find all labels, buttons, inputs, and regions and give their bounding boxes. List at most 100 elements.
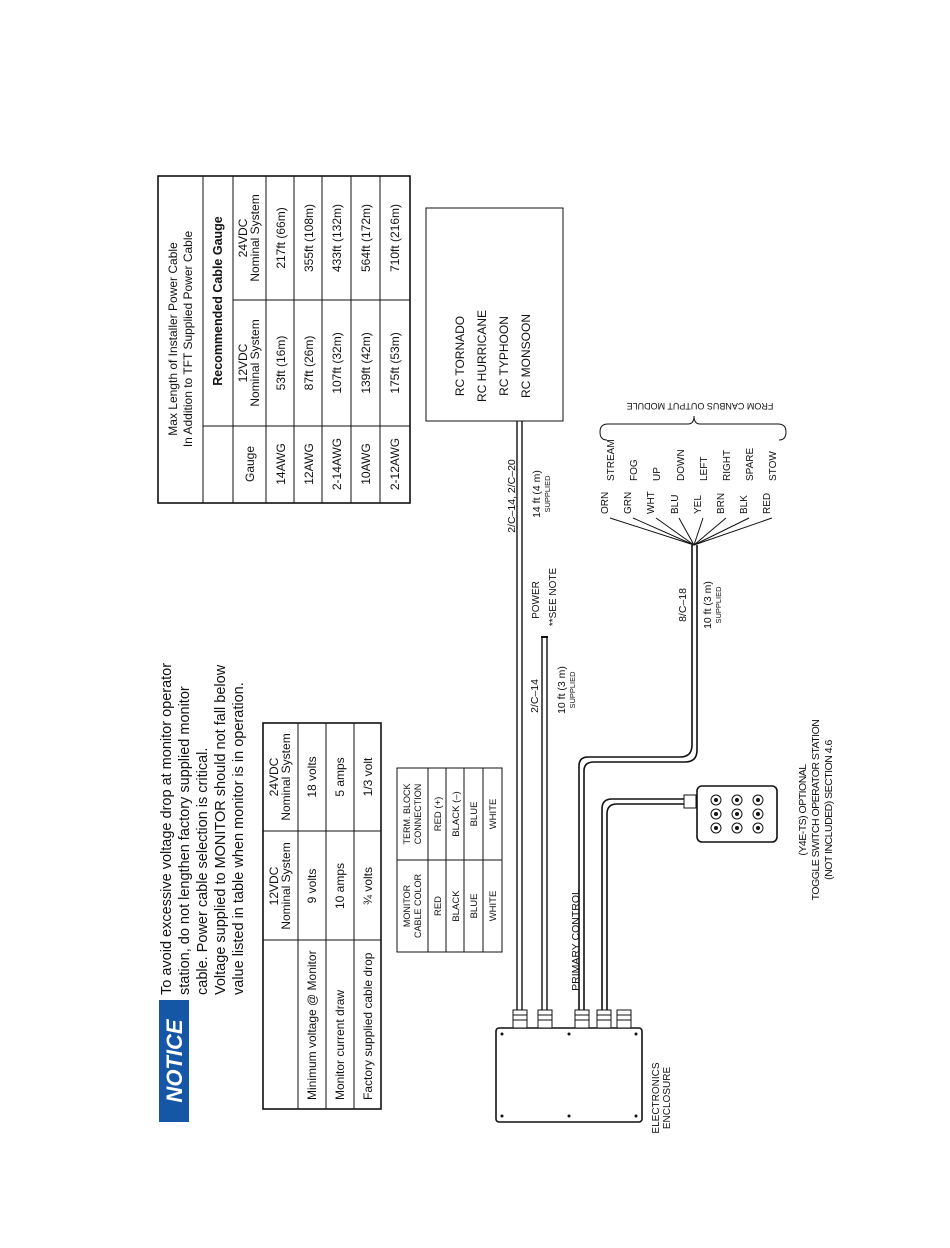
cable-gauge: 2-14AWG	[330, 438, 344, 490]
cable-cell: 139ft (42m)	[359, 332, 373, 393]
notice-badge-label: NOTICE	[162, 1018, 187, 1102]
wire-function: SPARE	[745, 448, 756, 481]
canbus-cable-label: 8/C–18	[677, 588, 689, 622]
notice-line: value listed in table when monitor is in…	[231, 682, 247, 995]
cable-table-title: In Addition to TFT Supplied Power Cable	[181, 231, 195, 448]
voltage-table-border	[262, 722, 382, 1110]
cable-gland	[537, 1009, 553, 1029]
voltage-row-label: Monitor current draw	[333, 990, 347, 1100]
cable-cell: 53ft (16m)	[274, 336, 288, 391]
voltage-row-label: Factory supplied cable drop	[361, 952, 375, 1100]
color-table-header: MONITOR	[402, 884, 412, 927]
cable-labels: 2/C–14, 2/C–20 14 ft (4 m) SUPPLIED POWE…	[506, 459, 723, 991]
cable-cell: 355ft (108m)	[302, 204, 316, 272]
notice-line: Voltage supplied to MONITOR should not f…	[213, 664, 229, 995]
wire-color: GRN	[623, 492, 634, 514]
power-note: **SEE NOTE	[548, 568, 559, 627]
cable-gauge: 14AWG	[274, 443, 288, 485]
cable-table-recommended: Recommended Cable Gauge	[211, 216, 225, 386]
station-label: (Y4E-TS) OPTIONAL	[797, 764, 809, 856]
primary-control-label: PRIMARY CONTROL	[570, 889, 582, 991]
voltage-cell: 1/3 volt	[361, 757, 375, 796]
wire-function: FOG	[629, 459, 640, 481]
monitor-model-box: RC TORNADO RC HURRICANE RC TYPHOON RC MO…	[425, 207, 564, 422]
cable-gland	[616, 1009, 632, 1029]
cable-gland	[574, 1009, 590, 1029]
color-table-header: TERM. BLOCK	[402, 783, 412, 844]
color-cell: BLUE	[469, 894, 480, 919]
color-table-header: CABLE COLOR	[413, 873, 423, 938]
canbus-brace	[599, 415, 787, 441]
cable-gauge-header: Gauge	[243, 446, 257, 482]
power-cable-supplied: SUPPLIED	[568, 671, 577, 709]
color-cell: RED	[433, 896, 444, 916]
voltage-cell: ¾ volts	[361, 867, 375, 905]
cable-cell: 564ft (172m)	[359, 204, 373, 272]
electronics-enclosure: ELECTRONICS ENCLOSURE	[495, 1009, 673, 1134]
voltage-row-label: Minimum voltage @ Monitor	[305, 950, 319, 1100]
notice-line: cable. Power cable selection is critical…	[195, 748, 211, 995]
notice-line: station, do not lengthen factory supplie…	[177, 686, 193, 995]
voltage-table: 12VDC Nominal System 24VDC Nominal Syste…	[262, 722, 382, 1110]
cable-gauge: 12AWG	[302, 443, 316, 485]
cable-length-table: Max Length of Installer Power Cable In A…	[157, 175, 411, 504]
wire-fan	[609, 517, 773, 546]
wire-color: BLK	[739, 495, 750, 514]
notice-line: To avoid excessive voltage drop at monit…	[159, 663, 175, 995]
monitor-model: RC HURRICANE	[475, 310, 489, 402]
color-terminal-table: MONITOR CABLE COLOR TERM. BLOCK CONNECTI…	[396, 767, 503, 953]
notice-badge: NOTICE	[159, 1000, 189, 1122]
wire-color: RED	[762, 493, 773, 514]
canbus-cable	[583, 545, 698, 1012]
wire-labels: ORN STREAM GRN FOG WHT UP BLU DOWN YEL L…	[600, 439, 779, 514]
monitor-model: RC TYPHOON	[497, 316, 511, 396]
voltage-header: Nominal System	[279, 842, 293, 929]
power-cable-label: 2/C–14	[529, 679, 541, 713]
canbus-cable-length: 10 ft (3 m)	[702, 581, 714, 629]
notice-badge-fill	[159, 1000, 189, 1122]
wire-function: RIGHT	[722, 450, 733, 481]
cable-cell: 433ft (132m)	[330, 204, 344, 272]
cable-gauge: 2-12AWG	[388, 438, 402, 490]
color-cell: BLACK	[451, 890, 462, 922]
station-label: TOGGLE SWITCH OPERATOR STATION	[810, 720, 822, 901]
terminal-cell: WHITE	[488, 799, 499, 830]
monitor-cable-label: 2/C–14, 2/C–20	[506, 459, 518, 533]
voltage-header: 12VDC	[267, 866, 281, 905]
voltage-cell: 10 amps	[333, 863, 347, 909]
cable-cell: 175ft (53m)	[388, 332, 402, 393]
monitor-model: RC MONSOON	[519, 314, 533, 398]
cable-table-border	[157, 175, 411, 504]
cable-gland	[512, 1009, 528, 1029]
wire-color: BLU	[670, 495, 681, 514]
cable-cell: 87ft (26m)	[302, 336, 316, 391]
power-label: POWER	[531, 581, 542, 619]
notice-text: To avoid excessive voltage drop at monit…	[159, 663, 247, 995]
wire-color: ORN	[600, 492, 611, 514]
wire-function: STOW	[768, 451, 779, 481]
power-cable-length: 10 ft (3 m)	[556, 666, 568, 714]
cable-gland	[596, 1009, 612, 1029]
cable-cell: 217ft (66m)	[274, 207, 288, 268]
terminal-cell: BLACK (–)	[451, 791, 462, 836]
cable-cell: 710ft (216m)	[388, 204, 402, 272]
monitor-cable-supplied: SUPPLIED	[543, 475, 552, 513]
cable-header: 12VDC	[236, 343, 250, 382]
toggle-switch-station: (Y4E-TS) OPTIONAL TOGGLE SWITCH OPERATOR…	[683, 720, 835, 901]
cables	[516, 421, 698, 1012]
cable-header: Nominal System	[248, 319, 262, 406]
color-table-header: CONNECTION	[413, 784, 423, 845]
terminal-cell: BLUE	[469, 802, 480, 827]
voltage-header: Nominal System	[279, 733, 293, 820]
wire-color: WHT	[646, 491, 657, 514]
cable-header: Nominal System	[248, 194, 262, 281]
enclosure-label: ENCLOSURE	[662, 1067, 673, 1130]
wire-function: LEFT	[699, 457, 710, 481]
voltage-cell: 18 volts	[305, 756, 319, 797]
toggle-cable	[606, 803, 684, 1012]
canbus-cable	[578, 545, 693, 1012]
wire-function: STREAM	[606, 439, 617, 481]
voltage-cell: 5 amps	[333, 757, 347, 796]
monitor-model: RC TORNADO	[453, 316, 467, 396]
